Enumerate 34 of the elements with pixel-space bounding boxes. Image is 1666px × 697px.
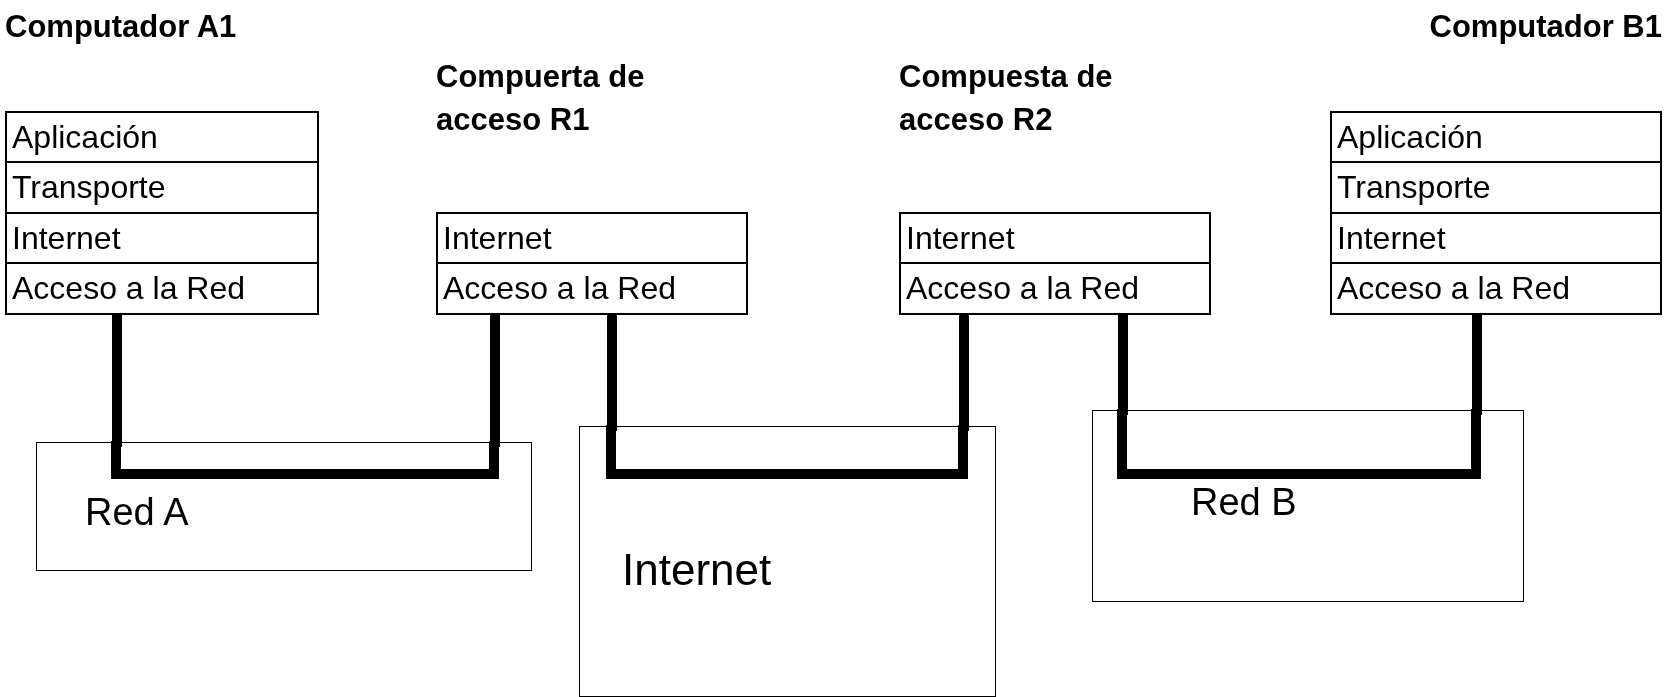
layer-label: Transporte	[1337, 169, 1491, 206]
stack-heading: Compuesta de acceso R2	[899, 58, 1114, 139]
layer-label: Acceso a la Red	[443, 270, 676, 307]
protocol-layer	[1330, 161, 1662, 214]
protocol-layer	[1330, 110, 1662, 164]
protocol-layer	[1330, 262, 1662, 315]
protocol-layer	[899, 262, 1211, 315]
protocol-layer	[5, 110, 319, 164]
protocol-layer	[5, 262, 319, 315]
protocol-layer	[1330, 211, 1662, 265]
layer-label: Aplicación	[1337, 118, 1483, 156]
protocol-layer	[436, 262, 748, 315]
network-label: Red B	[1191, 481, 1297, 524]
stack-heading: Compuerta de acceso R1	[436, 58, 646, 139]
layer-label: Internet	[443, 219, 552, 257]
protocol-layer	[436, 211, 748, 265]
layer-label: Acceso a la Red	[1337, 270, 1570, 307]
stack-heading: Computador A1	[5, 8, 237, 46]
layer-label: Internet	[1337, 219, 1446, 257]
protocol-layer	[5, 211, 319, 265]
layer-label: Transporte	[12, 169, 166, 206]
protocol-layer	[5, 161, 319, 214]
network-box	[579, 426, 996, 697]
layer-label: Acceso a la Red	[12, 270, 245, 307]
stack-heading: Computador B1	[1429, 8, 1662, 46]
layer-label: Internet	[12, 219, 121, 257]
network-box	[36, 442, 532, 571]
network-label: Internet	[622, 545, 772, 595]
network-label: Red A	[85, 491, 189, 534]
layer-label: Internet	[906, 219, 1015, 257]
layer-label: Aplicación	[12, 118, 158, 156]
network-box	[1092, 410, 1524, 602]
protocol-layer	[899, 211, 1211, 265]
layer-label: Acceso a la Red	[906, 270, 1139, 307]
